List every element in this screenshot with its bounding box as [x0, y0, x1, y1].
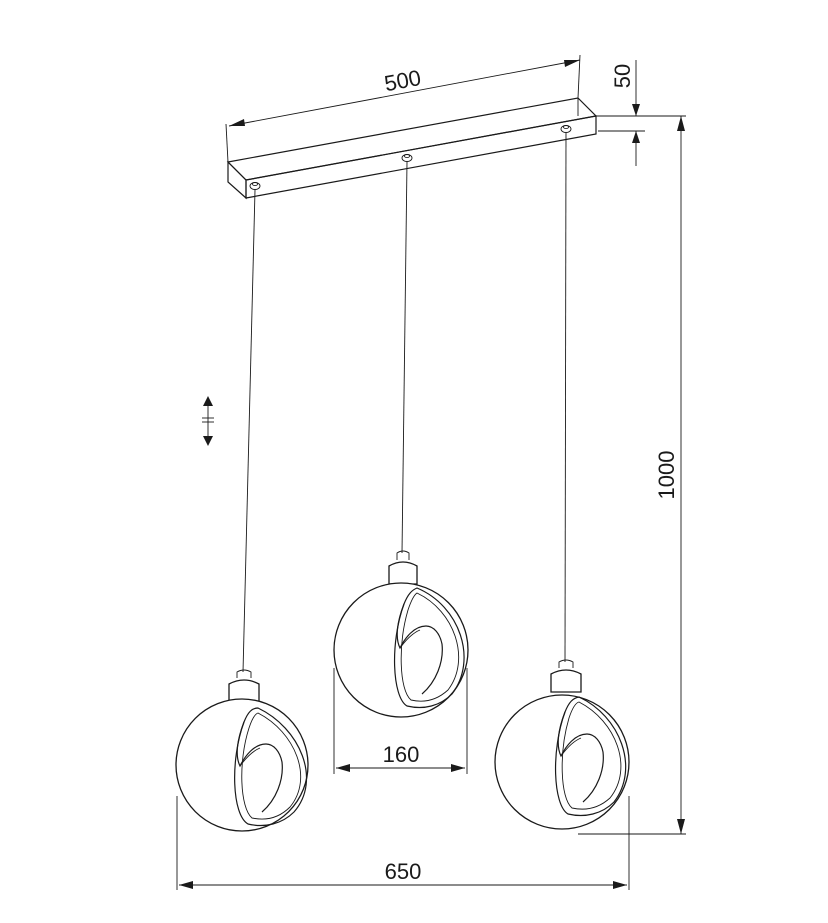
pendant-shade-left — [175, 669, 309, 832]
dimension-label-650: 650 — [385, 859, 422, 884]
pendant-shade-right — [494, 659, 630, 830]
adjustable-length-icon — [202, 396, 214, 446]
pendant-shade-center — [333, 550, 469, 718]
dimension-total-height: 1000 — [578, 116, 686, 835]
dimension-canopy-height: 50 — [596, 60, 686, 166]
suspension-cords — [242, 132, 567, 673]
dimension-total-width: 650 — [176, 796, 630, 890]
dimension-shade-diameter: 160 — [333, 668, 468, 774]
ceiling-canopy — [226, 97, 598, 200]
dimension-label-160: 160 — [383, 742, 420, 767]
dimension-canopy-length: 500 — [225, 54, 581, 163]
cord-mounts — [249, 124, 572, 190]
dimension-label-1000: 1000 — [654, 451, 679, 500]
dimension-label-500: 500 — [382, 65, 423, 96]
dimension-label-50: 50 — [610, 64, 635, 88]
